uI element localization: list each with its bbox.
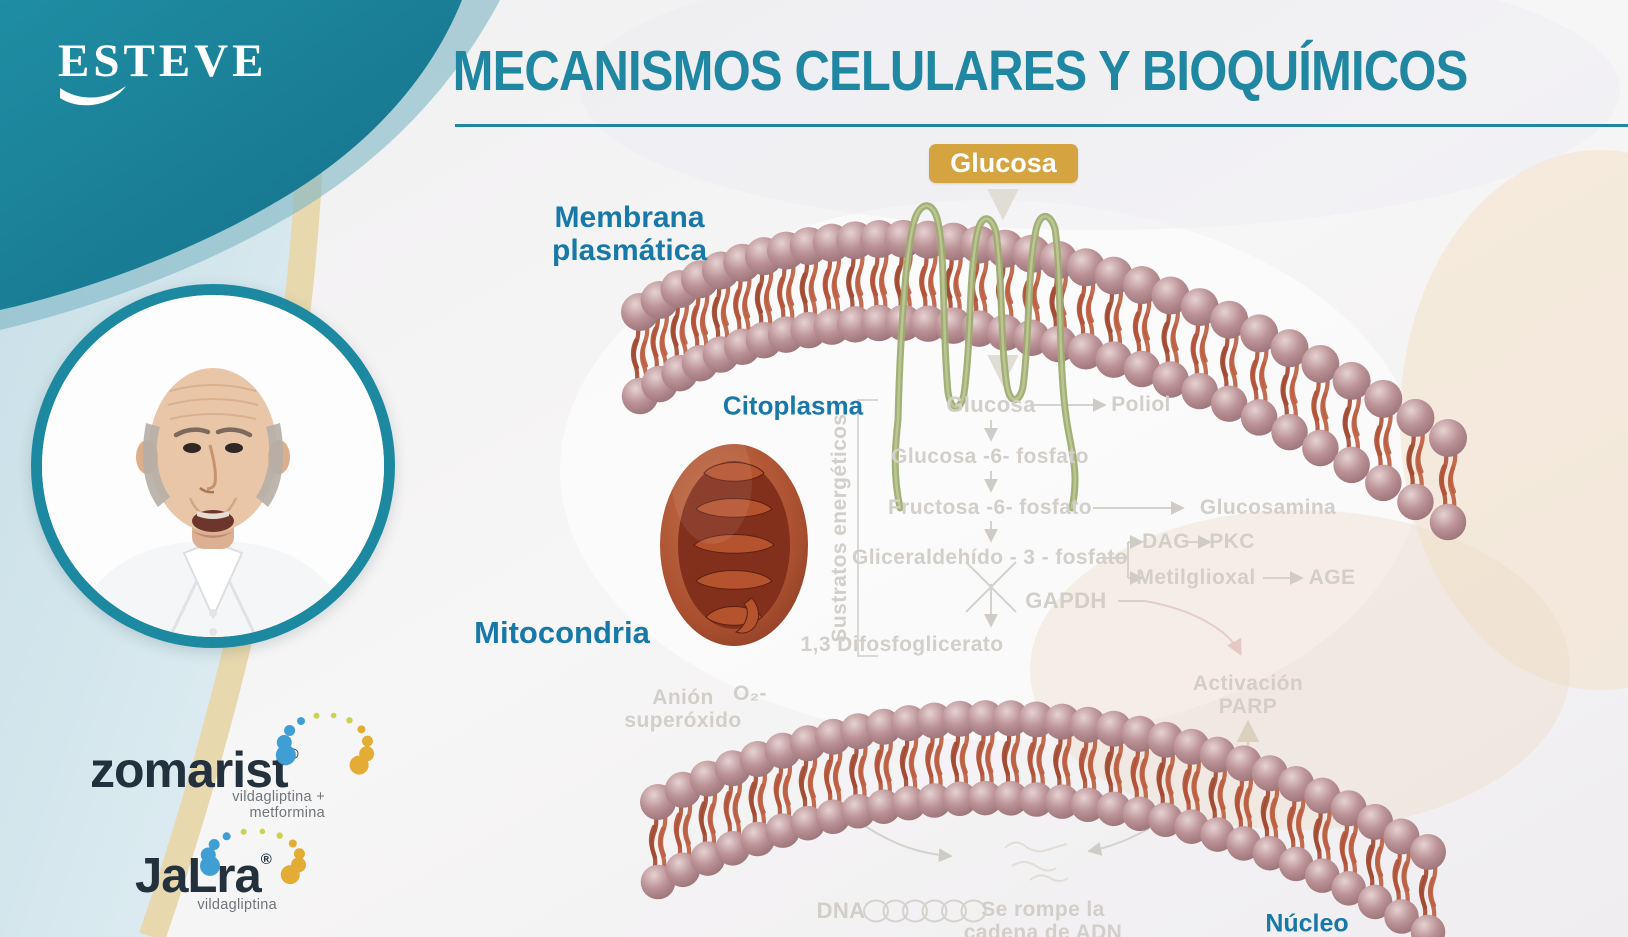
pathway-sustratos-label: Sustratos energéticos: [828, 413, 851, 643]
nucleus-label: Núcleo: [1265, 909, 1349, 937]
title-underline: [455, 124, 1628, 127]
pathway-arrows: [857, 188, 1304, 863]
pathway-superoxide-anion: Anión superóxido: [624, 685, 742, 732]
sustratos-bracket: [857, 399, 878, 657]
pathway-gapdh: GAPDH: [1025, 588, 1107, 613]
mitochondrion-illustration: [660, 420, 808, 646]
pathway-glucose: Glucosa: [946, 392, 1036, 417]
teal-swoosh: [0, 0, 462, 310]
pathway-dag: DAG: [1142, 530, 1190, 553]
pathway-diphosphoglycerate: 1,3 Difosfoglicerato: [800, 633, 1004, 656]
esteve-logo-swoosh: [60, 86, 126, 106]
pathway-parp-activation: Activación PARP: [1192, 671, 1304, 718]
zomarist-subtitle: vildagliptina + metformina: [232, 789, 325, 821]
zomarist-dots-arc: [275, 712, 375, 775]
presenter-video-bubble: [31, 284, 395, 648]
registered-mark: ®: [260, 851, 272, 868]
membrane-label: Membrana plasmática: [552, 201, 708, 267]
pathway-pkc: PKC: [1209, 530, 1255, 553]
jalra-dots-arc: [200, 828, 307, 885]
jalra-logo: JaLra®: [135, 849, 272, 903]
pathway-glucose6p: Glucosa -6- fosfato: [891, 445, 1089, 468]
slide-title: MECANISMOS CELULARES Y BIOQUÍMICOS: [452, 39, 1469, 103]
nuclear-membrane-bilayer: [640, 700, 1446, 937]
pathway-glyceraldehyde3p: Gliceraldehído - 3 - fosfato: [851, 546, 1129, 569]
pathway-methylglyoxal: Metilglioxal: [1136, 566, 1256, 589]
esteve-logo: ESTEVE: [58, 35, 268, 87]
mitochondrion-label: Mitocondria: [474, 615, 650, 650]
pathway-glucosamine: Glucosamina: [1199, 496, 1337, 519]
glucose-chip: Glucosa: [929, 144, 1078, 183]
pathway-polyol: Poliol: [1111, 393, 1171, 416]
presenter-avatar: [42, 295, 384, 637]
cytoplasm-label: Citoplasma: [722, 390, 864, 421]
pathway-dna-break: Se rompe la cadena de ADN: [963, 897, 1123, 937]
broken-dna-squiggles: [1004, 841, 1069, 882]
pathway-age: AGE: [1308, 566, 1356, 589]
dna-helix-icon: [863, 899, 987, 923]
glucose-channel-protein: [891, 202, 1079, 512]
jalra-subtitle: vildagliptina: [197, 897, 277, 913]
pathway-o2: O₂-: [733, 682, 767, 705]
pathway-dna: DNA: [816, 898, 866, 923]
pathway-fructose6p: Fructosa -6- fosfato: [887, 496, 1093, 519]
